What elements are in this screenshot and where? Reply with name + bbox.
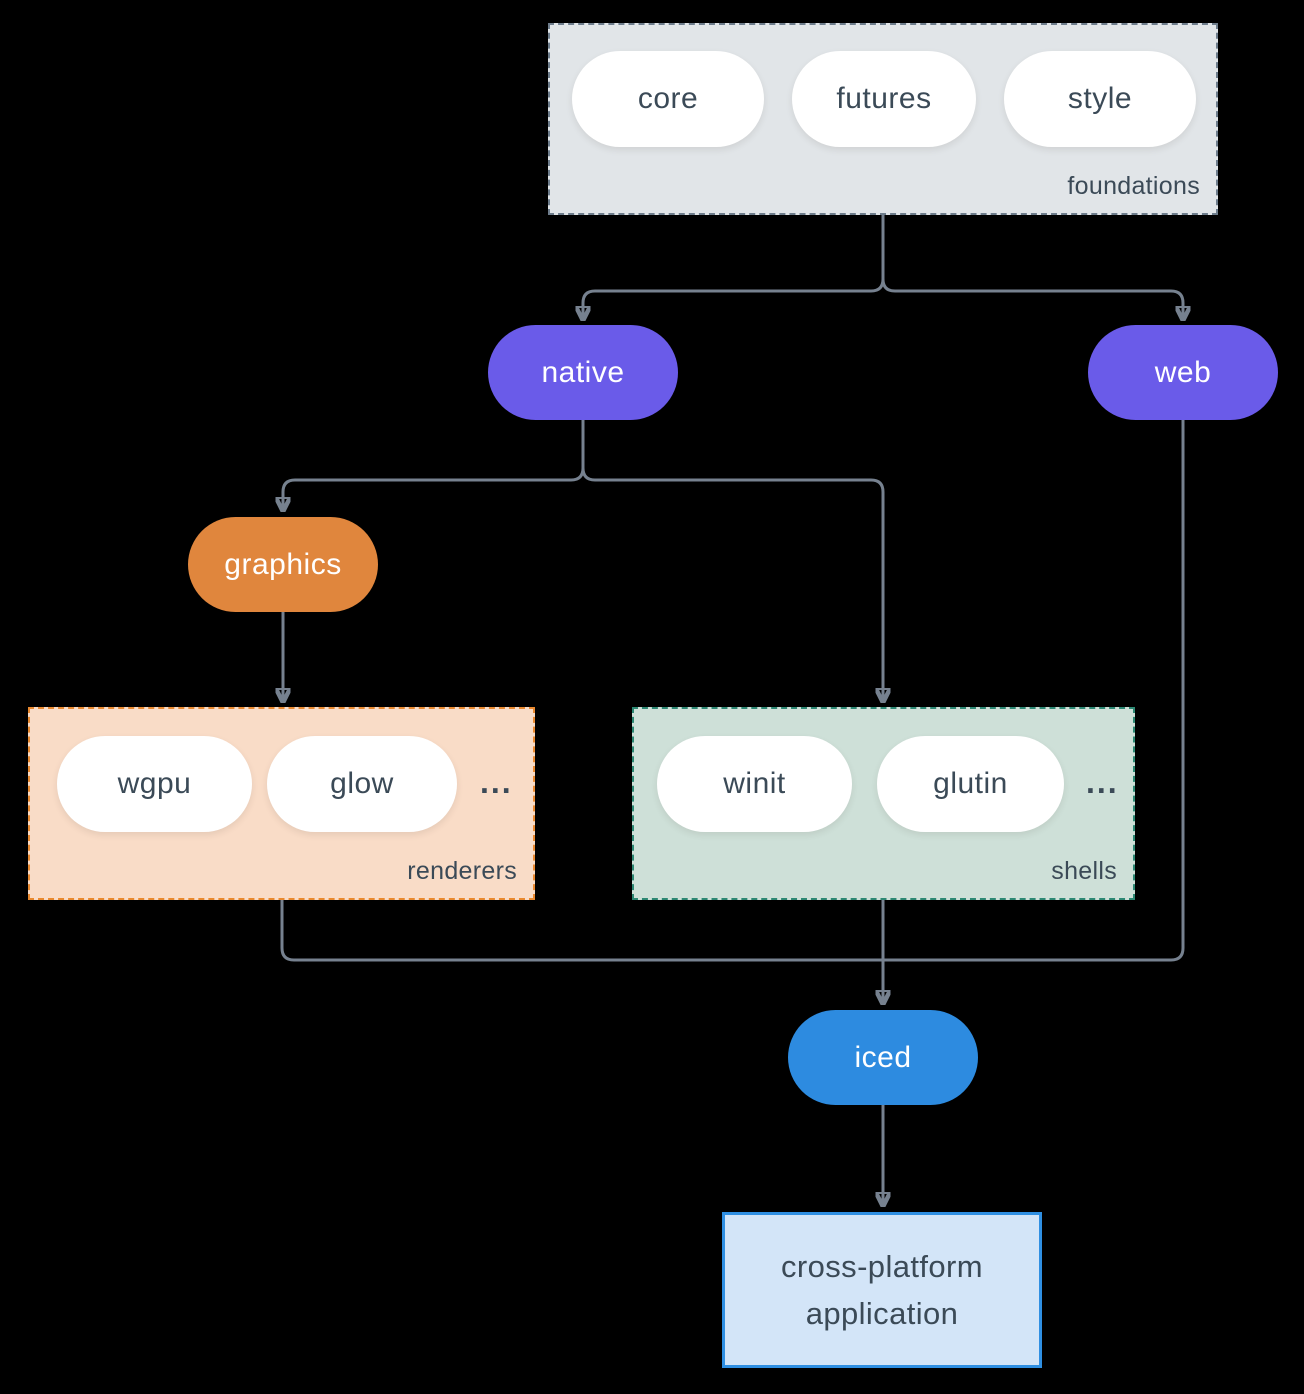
shells-ellipsis: ...: [1086, 764, 1119, 800]
connector-native-to-graphics: [283, 467, 585, 508]
node-winit: winit: [657, 736, 852, 832]
renderers-label: renderers: [407, 857, 517, 885]
node-glutin: glutin: [877, 736, 1064, 832]
foundations-label: foundations: [1067, 172, 1200, 200]
node-graphics: graphics: [188, 517, 378, 612]
renderers-ellipsis: ...: [480, 764, 513, 800]
application-label-line2: application: [805, 1296, 959, 1331]
node-futures: futures: [792, 51, 976, 147]
node-native: native: [488, 325, 678, 420]
connector-foundations-to-native: [583, 278, 885, 317]
shells-label: shells: [1051, 857, 1117, 885]
connector-foundations-to-web: [881, 278, 1183, 317]
node-glow: glow: [267, 736, 457, 832]
application-label-line1: cross-platform: [781, 1249, 983, 1284]
node-iced: iced: [788, 1010, 978, 1105]
node-core: core: [572, 51, 764, 147]
connector-native-to-shells: [581, 467, 883, 699]
shells-group: winit glutin ... shells: [632, 707, 1135, 900]
node-web: web: [1088, 325, 1278, 420]
foundations-group: core futures style foundations: [548, 23, 1218, 215]
renderers-group: wgpu glow ... renderers: [28, 707, 535, 900]
connector-web-to-merge: [883, 420, 1185, 962]
node-style: style: [1004, 51, 1196, 147]
node-cross-platform-application: cross-platform application: [722, 1212, 1042, 1368]
node-wgpu: wgpu: [57, 736, 252, 832]
connector-renderers-to-merge: [280, 900, 883, 962]
